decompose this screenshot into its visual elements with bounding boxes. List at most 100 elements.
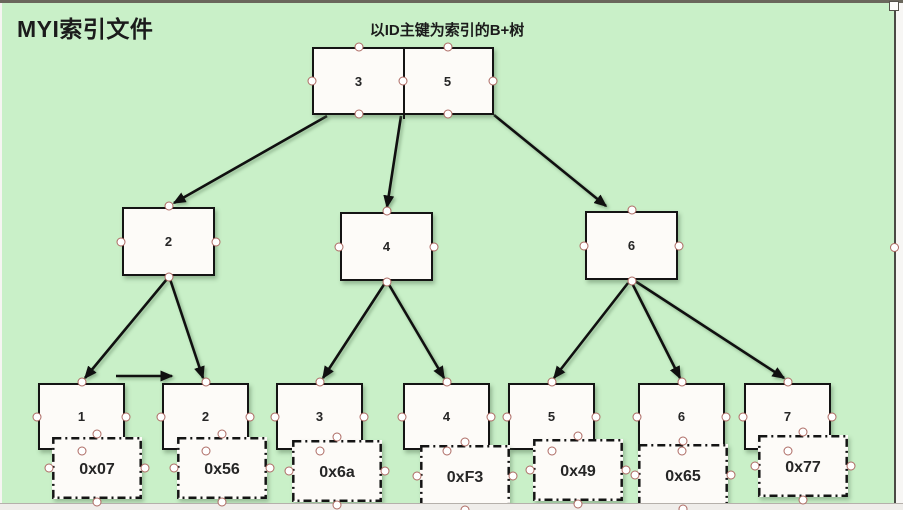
connection-anchor[interactable] [678, 436, 688, 446]
connection-anchor[interactable] [783, 377, 792, 387]
connection-anchor[interactable] [502, 412, 512, 421]
connection-anchor[interactable] [354, 109, 364, 119]
connection-anchor[interactable] [621, 465, 631, 475]
connection-anchor[interactable] [332, 500, 342, 510]
connection-anchor[interactable] [846, 461, 856, 471]
connection-anchor[interactable] [738, 412, 748, 421]
connection-anchor[interactable] [525, 465, 535, 475]
connection-anchor[interactable] [547, 446, 556, 456]
connection-anchor[interactable] [44, 463, 54, 473]
connection-anchor[interactable] [508, 471, 518, 481]
connection-anchor[interactable] [443, 109, 453, 119]
connection-anchor[interactable] [284, 466, 294, 476]
leaf-node-3[interactable]: 3 [270, 377, 369, 456]
connection-anchor[interactable] [156, 412, 166, 421]
connection-anchor[interactable] [307, 76, 317, 86]
connection-anchor[interactable] [201, 377, 210, 387]
connection-anchor[interactable] [164, 201, 173, 211]
connection-anchor[interactable] [32, 412, 42, 421]
record-pointer-box-1[interactable]: 0x07 [44, 429, 150, 507]
connection-anchor[interactable] [270, 412, 280, 421]
connection-anchor[interactable] [77, 377, 86, 387]
connection-anchor[interactable] [798, 427, 808, 437]
connection-anchor[interactable] [169, 463, 179, 473]
connection-anchor[interactable] [121, 412, 131, 421]
connection-anchor[interactable] [398, 76, 408, 86]
connection-anchor[interactable] [245, 412, 255, 421]
edge-root-to-node2 [172, 114, 328, 205]
connection-anchor[interactable] [460, 437, 470, 447]
connection-anchor[interactable] [382, 277, 391, 287]
connection-anchor[interactable] [92, 429, 102, 439]
connection-anchor[interactable] [721, 412, 731, 421]
leaf-key: 2 [201, 409, 210, 424]
connection-anchor[interactable] [573, 431, 583, 441]
connection-anchor[interactable] [429, 242, 439, 251]
root-key-cell[interactable]: 5 [443, 73, 452, 89]
connection-anchor[interactable] [591, 412, 601, 421]
connection-anchor[interactable] [783, 446, 792, 456]
connection-anchor[interactable] [140, 463, 150, 473]
connection-anchor[interactable] [488, 76, 498, 86]
record-pointer-box-2[interactable]: 0x56 [169, 429, 275, 507]
connection-anchor[interactable] [630, 470, 640, 480]
connection-anchor[interactable] [217, 429, 227, 439]
connection-anchor[interactable] [442, 377, 451, 387]
connection-anchor[interactable] [77, 446, 86, 456]
connection-anchor[interactable] [627, 276, 636, 286]
connection-anchor[interactable] [573, 499, 583, 509]
connection-anchor[interactable] [201, 446, 210, 456]
record-pointer-value: 0x56 [204, 461, 240, 478]
record-pointer-box-4[interactable]: 0xF3 [412, 437, 518, 510]
node-key: 6 [627, 238, 636, 253]
connection-anchor[interactable] [890, 243, 899, 252]
connection-anchor[interactable] [627, 205, 636, 215]
internal-node-6[interactable]: 6 [579, 205, 684, 286]
internal-node-4[interactable]: 4 [334, 206, 439, 287]
connection-anchor[interactable] [359, 412, 369, 421]
connection-anchor[interactable] [460, 505, 470, 510]
connection-anchor[interactable] [211, 237, 221, 246]
connection-anchor[interactable] [315, 446, 324, 456]
connection-anchor[interactable] [579, 241, 589, 250]
record-pointer-value: 0x65 [665, 468, 701, 485]
connection-anchor[interactable] [397, 412, 407, 421]
connection-anchor[interactable] [380, 466, 390, 476]
connection-anchor[interactable] [632, 412, 642, 421]
record-pointer-box-3[interactable]: 0x6a [284, 432, 390, 510]
connection-anchor[interactable] [678, 504, 688, 510]
connection-anchor[interactable] [486, 412, 496, 421]
root-key-cell[interactable]: 3 [354, 73, 363, 89]
connection-anchor[interactable] [827, 412, 837, 421]
connection-anchor[interactable] [412, 471, 422, 481]
connection-anchor[interactable] [750, 461, 760, 471]
connection-anchor[interactable] [116, 237, 126, 246]
edge-node6-to-leaf5 [552, 282, 630, 380]
connection-anchor[interactable] [354, 42, 364, 52]
connection-anchor[interactable] [674, 241, 684, 250]
connection-anchor[interactable] [332, 432, 342, 442]
connection-anchor[interactable] [726, 470, 736, 480]
connection-anchor[interactable] [442, 446, 451, 456]
connection-anchor[interactable] [92, 497, 102, 507]
connection-anchor[interactable] [164, 272, 173, 282]
record-pointer-box-6[interactable]: 0x65 [630, 436, 736, 510]
connection-anchor[interactable] [265, 463, 275, 473]
connection-anchor[interactable] [798, 495, 808, 505]
connection-anchor[interactable] [547, 377, 556, 387]
connection-anchor[interactable] [443, 42, 453, 52]
leaf-node-4[interactable]: 4 [397, 377, 496, 456]
connection-anchor[interactable] [677, 377, 686, 387]
diagram-canvas[interactable]: MYI索引文件 以ID主键为索引的B+树 3 5 2 4 6 1 [2, 3, 896, 510]
connection-anchor[interactable] [382, 206, 391, 216]
root-node[interactable]: 3 5 [307, 42, 498, 119]
internal-node-2[interactable]: 2 [116, 201, 221, 282]
record-pointer-box-7[interactable]: 0x77 [750, 427, 856, 505]
selection-corner-handle[interactable] [889, 1, 899, 11]
connection-anchor[interactable] [217, 497, 227, 507]
connection-anchor[interactable] [677, 446, 686, 456]
connection-anchor[interactable] [315, 377, 324, 387]
leaf-node-5[interactable]: 5 [502, 377, 601, 456]
edge-root-to-node4 [383, 115, 403, 209]
connection-anchor[interactable] [334, 242, 344, 251]
